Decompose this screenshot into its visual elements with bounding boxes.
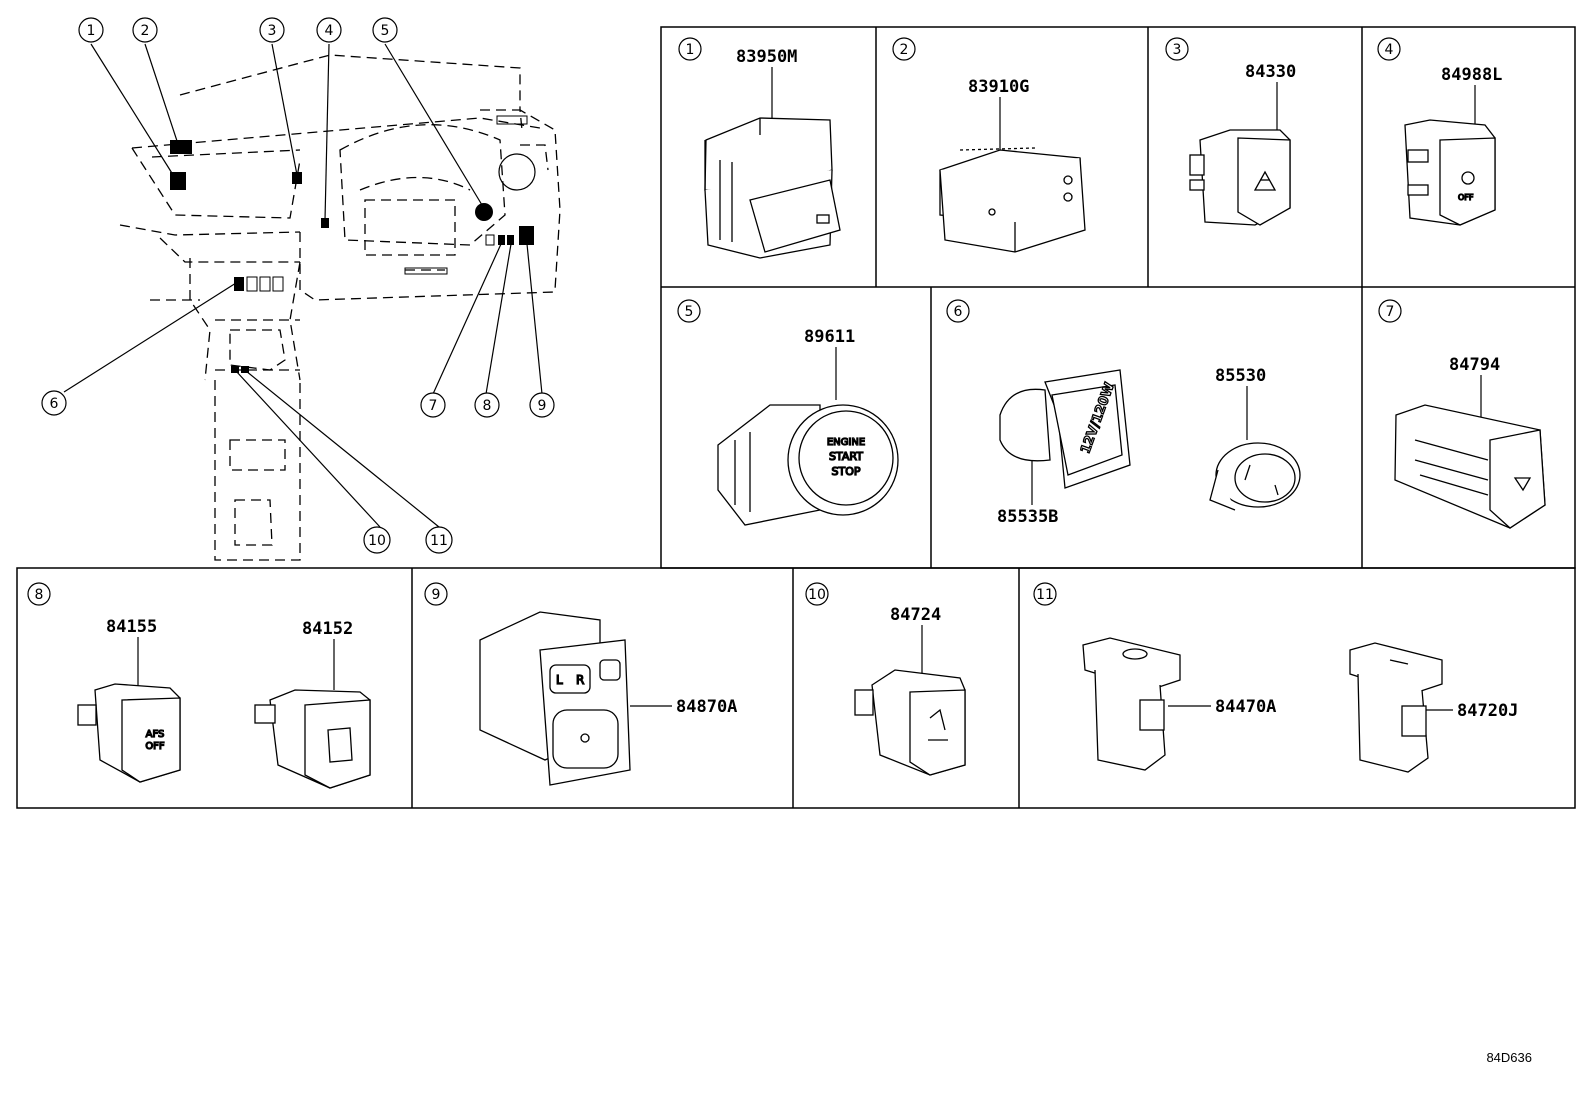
part-number-84988L: 84988L (1441, 65, 1502, 85)
overview-callout-11: 11 (430, 533, 448, 549)
stop-label: STOP (832, 465, 861, 478)
overview-callout-8: 8 (483, 398, 492, 414)
part-84988L-switch: OFF (1404, 119, 1496, 226)
part-84794-switch (1394, 404, 1546, 529)
panel-index-7: 7 (1386, 304, 1395, 320)
part-number-85535B: 85535B (997, 507, 1058, 527)
mirror-left-label: L (556, 673, 563, 687)
part-number-89611: 89611 (804, 327, 855, 347)
overview-callout-1: 1 (87, 23, 96, 39)
panel-index-11: 11 (1036, 587, 1054, 603)
overview-callout-6: 6 (50, 396, 59, 412)
part-number-83950M: 83950M (736, 47, 797, 67)
off-label: OFF (145, 741, 165, 752)
panel-index-5: 5 (685, 304, 694, 320)
part-84724-switch (854, 669, 966, 776)
part-84152-switch (254, 689, 371, 789)
panel-index-8: 8 (35, 587, 44, 603)
part-83950M-switch (704, 117, 841, 259)
part-number-84330: 84330 (1245, 62, 1296, 82)
panel-index-2: 2 (900, 42, 909, 58)
overview-leaders (63, 43, 543, 528)
overview-callout-9: 9 (538, 398, 547, 414)
panel-index-4: 4 (1385, 42, 1394, 58)
panel-index-9: 9 (432, 587, 441, 603)
overview-callout-5: 5 (381, 23, 390, 39)
part-84870A-mirror-switch: L R (479, 611, 631, 786)
panel-index-6: 6 (954, 304, 963, 320)
panel-frame-bottom (16, 567, 1576, 809)
dashboard-overview (119, 54, 561, 561)
overview-callout-10: 10 (368, 533, 386, 549)
location-markers (170, 140, 534, 373)
svg-text:OFF: OFF (1458, 193, 1474, 202)
part-number-84152: 84152 (302, 619, 353, 639)
panel-index-3: 3 (1173, 42, 1182, 58)
part-84330-hazard-switch (1189, 129, 1291, 226)
part-84720J-switch (1349, 642, 1443, 773)
part-85535B-power-outlet: 12V/120W (999, 369, 1131, 489)
overview-callout-4: 4 (325, 23, 334, 39)
part-89611-engine-start-button: ENGINE START STOP (717, 404, 899, 526)
engine-label: ENGINE (827, 437, 865, 448)
part-85530-socket (1209, 442, 1301, 511)
diagram-code: 84D636 (1486, 1050, 1532, 1065)
part-84470A-switch (1082, 637, 1181, 771)
part-number-84470A: 84470A (1215, 697, 1276, 717)
panel-index-10: 10 (808, 587, 826, 603)
overview-callout-2: 2 (141, 23, 150, 39)
part-number-84155: 84155 (106, 617, 157, 637)
part-number-83910G: 83910G (968, 77, 1029, 97)
part-84155-afs-off-switch: AFS OFF (77, 683, 181, 783)
part-number-85530: 85530 (1215, 366, 1266, 386)
overview-callout-3: 3 (268, 23, 277, 39)
overview-callout-circles (41, 17, 555, 554)
part-number-84720J: 84720J (1457, 701, 1518, 721)
mirror-right-label: R (576, 673, 584, 687)
afs-label: AFS (146, 729, 165, 740)
part-number-84870A: 84870A (676, 697, 737, 717)
part-number-84724: 84724 (890, 605, 941, 625)
part-83910G-switch (939, 147, 1086, 253)
panel-index-1: 1 (686, 42, 695, 58)
part-number-84794: 84794 (1449, 355, 1500, 375)
start-label: START (829, 450, 863, 463)
overview-callout-7: 7 (429, 398, 438, 414)
